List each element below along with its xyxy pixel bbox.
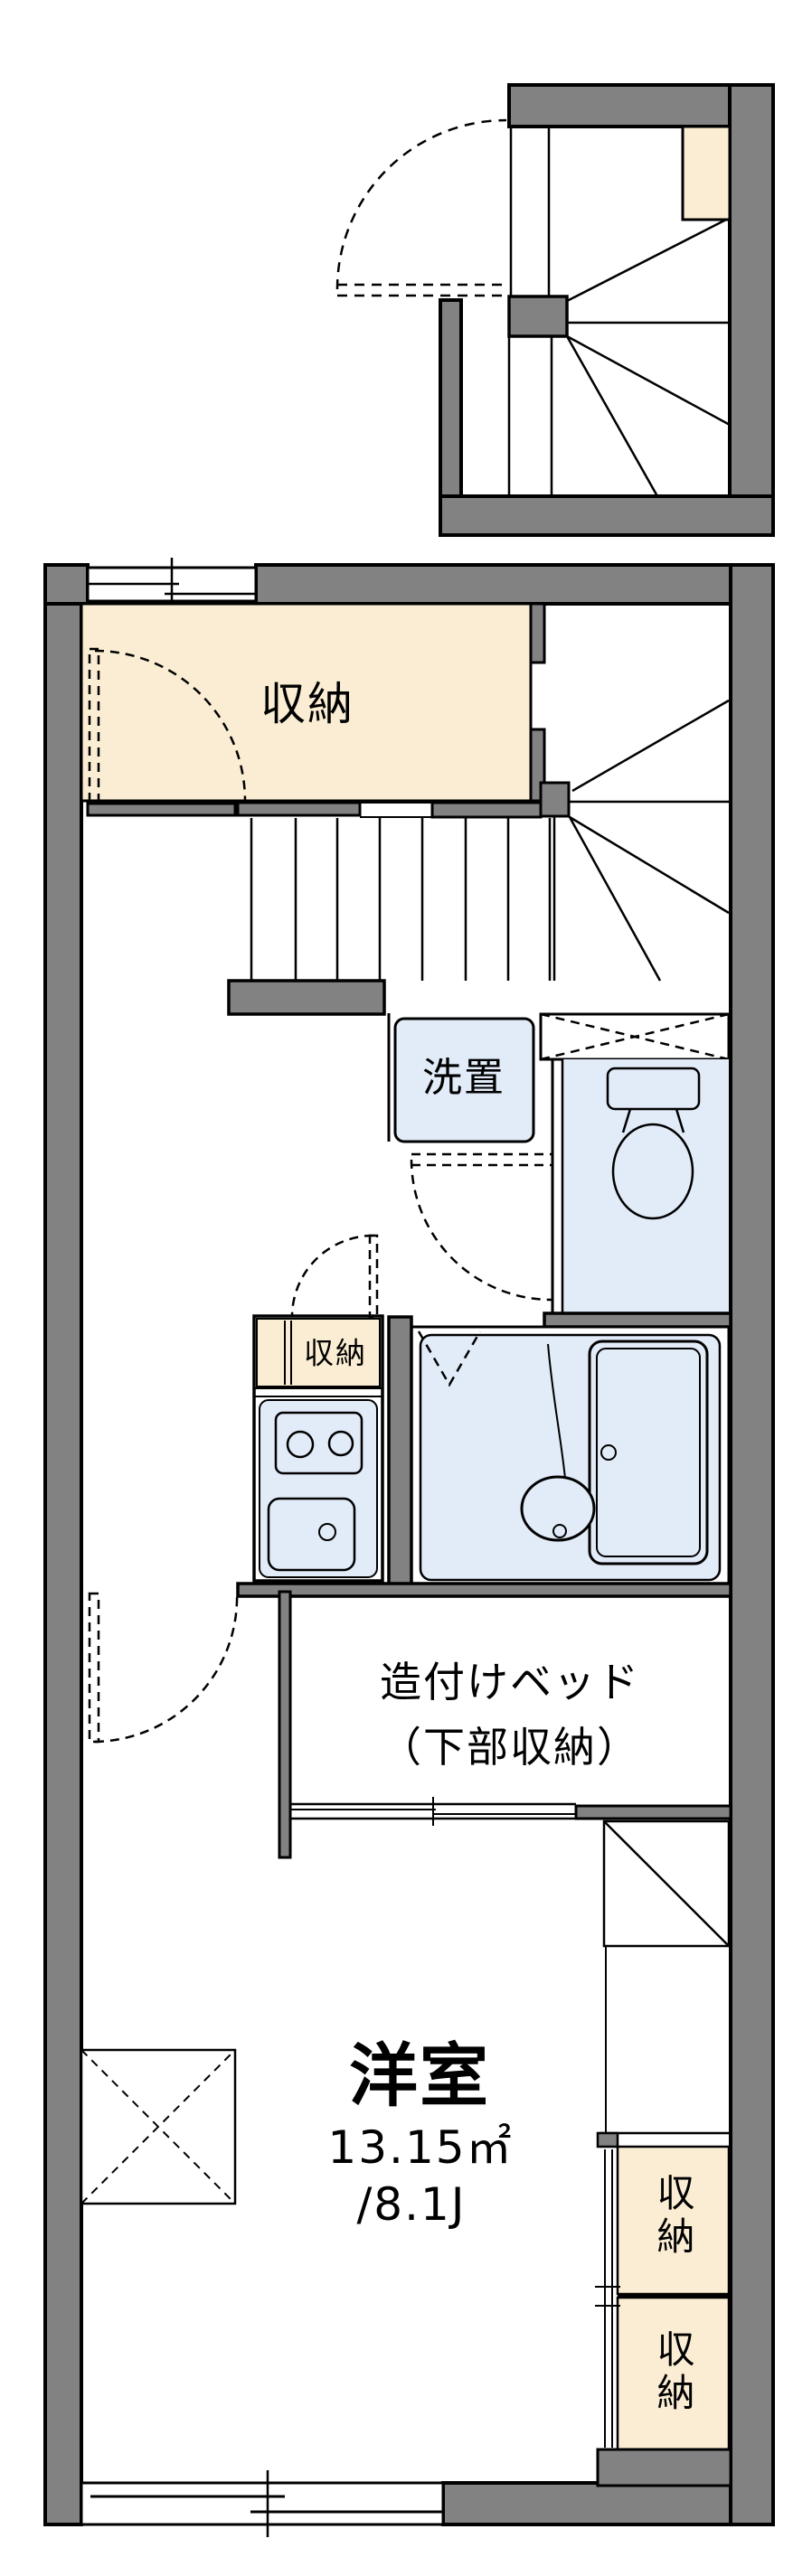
bathroom <box>387 1315 731 1586</box>
washbasin <box>520 1475 596 1542</box>
kitchen-bath-wall <box>387 1315 413 1586</box>
toilet-room <box>539 1012 732 1329</box>
closet-bottom-wall <box>596 2448 732 2487</box>
straight-stair-treads <box>250 816 556 981</box>
kitchen-sink <box>267 1497 356 1572</box>
bay-counter-box <box>80 2048 237 2205</box>
refrigerator-space <box>602 1819 731 1948</box>
stair-post <box>539 781 571 818</box>
toilet-shelf-x <box>540 1012 730 1061</box>
upper-closet-bottom-wall-1 <box>86 802 237 817</box>
upper-detail-closet <box>681 125 732 221</box>
upper-detail-stair-lines <box>507 127 731 497</box>
upper-closet-bottom-wall-3 <box>430 801 543 819</box>
upper-closet-room <box>80 602 546 819</box>
room-area-jo-label: /8.1J <box>356 2178 467 2231</box>
room-name-label: 洋室 <box>349 2035 490 2116</box>
top-wall-corner <box>43 563 90 606</box>
upper-stair-detail <box>335 83 775 537</box>
upper-detail-left-wall <box>439 298 463 498</box>
kitchen-counter <box>259 1399 378 1578</box>
bath-folding-door <box>417 1330 482 1387</box>
closet-doors <box>595 2149 620 2448</box>
bed-left-wall <box>278 1590 292 1859</box>
upper-detail-right-wall <box>728 83 775 537</box>
laundry-area <box>387 1013 554 1313</box>
outer-walls <box>43 563 775 2526</box>
kitchen-storage-label: 収納 <box>304 1335 367 1371</box>
kitchen-door-swing <box>290 1234 379 1319</box>
upper-detail-stair-post <box>507 295 569 338</box>
closets <box>595 2131 732 2487</box>
bottom-wall <box>441 2481 732 2526</box>
toilet-bottom-wall <box>543 1312 732 1329</box>
bed-side-wall-stub <box>574 1804 732 1820</box>
built-in-bed-label-line2: （下部収納） <box>380 1723 640 1772</box>
upper-closet-door-swing <box>88 647 247 803</box>
upper-detail-bottom-wall <box>439 494 775 537</box>
winder-stair-lines <box>568 699 730 982</box>
kitchen-block <box>252 1234 384 1583</box>
upper-closet-floor <box>80 602 533 803</box>
stove <box>274 1411 364 1475</box>
top-wall <box>254 563 775 606</box>
closet-stairwell-wall-upper <box>529 602 546 664</box>
staircase <box>227 699 730 1016</box>
built-in-bed-area <box>236 1582 732 1859</box>
top-window <box>86 558 258 617</box>
kitchen-storage-cabinet <box>256 1318 381 1387</box>
bed-sliding-door <box>290 1797 576 1826</box>
laundry-box <box>393 1017 535 1143</box>
laundry-label: 洗置 <box>422 1055 505 1101</box>
bed-top-wall <box>236 1582 732 1598</box>
right-wall <box>729 563 775 2526</box>
closet-lower-label: 収納 <box>651 2329 695 2416</box>
closet-upper-box <box>616 2145 731 2296</box>
toilet-fixture <box>606 1067 701 1220</box>
room-entry-door-swing <box>88 1592 239 1744</box>
bathroom-floor <box>419 1333 722 1582</box>
upper-closet-label: 収納 <box>260 678 354 730</box>
upper-closet-bottom-wall-2 <box>236 801 362 817</box>
bottom-window <box>80 2470 445 2537</box>
closet-stub-top <box>596 2131 619 2148</box>
room-area-m2-label: 13.15㎡ <box>327 2121 514 2174</box>
main-room <box>80 1592 731 2205</box>
closet-lower-box <box>616 2296 731 2451</box>
washroom-door-swing <box>410 1152 552 1302</box>
under-stair-wall <box>227 979 386 1016</box>
bath-partition-line <box>547 1343 566 1480</box>
built-in-bed-label-line1: 造付けベッド <box>380 1658 640 1706</box>
closet-upper-label: 収納 <box>651 2173 695 2260</box>
left-wall <box>43 563 83 2526</box>
bathtub <box>588 1340 709 1565</box>
entrance-door-swing <box>335 118 507 297</box>
windows <box>80 558 445 2537</box>
